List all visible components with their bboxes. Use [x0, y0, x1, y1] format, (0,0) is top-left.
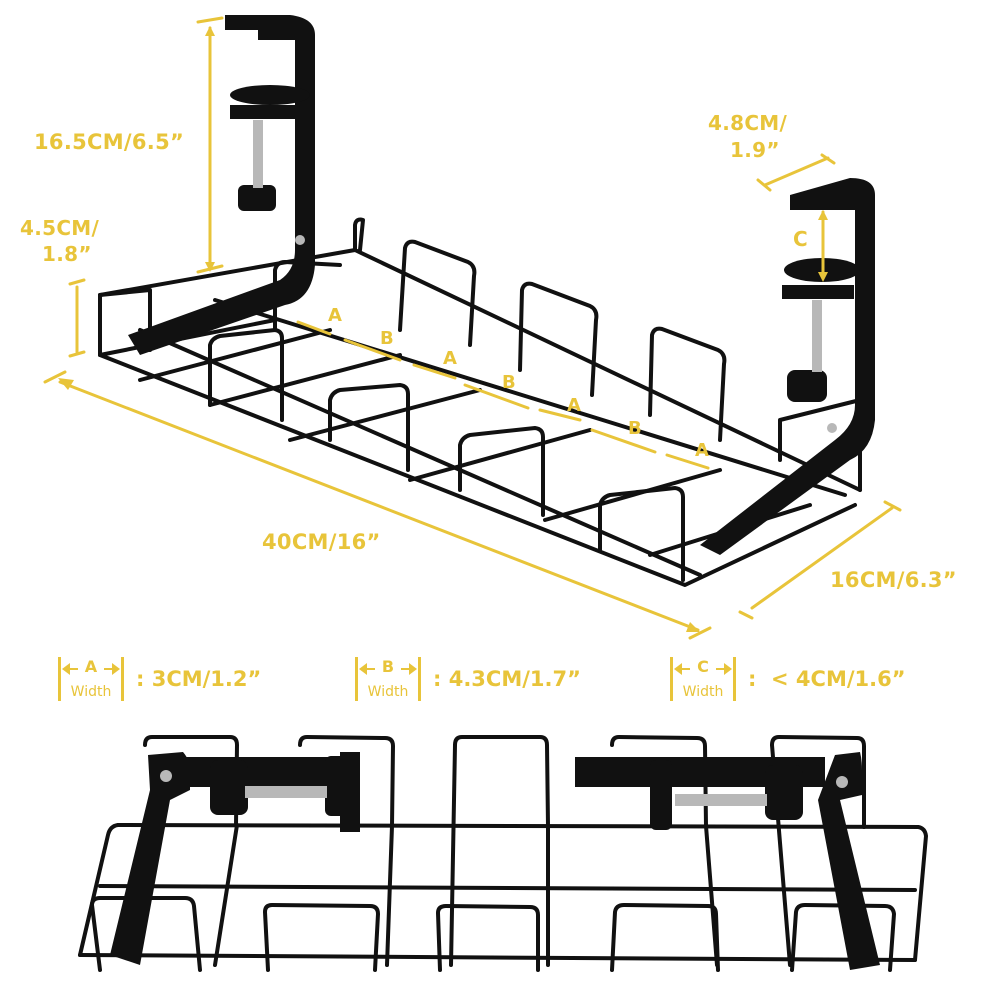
segment-label: A [328, 305, 342, 326]
clamp-gap-letter: C [793, 227, 808, 251]
legend-item-b: B Width : 4.3CM/1.7” [355, 655, 581, 703]
segment-label: A [443, 348, 457, 369]
width-c-symbol: C Width [670, 657, 736, 701]
segment-label: B [380, 328, 394, 349]
segment-label: A [695, 440, 709, 461]
segment-label: B [628, 418, 642, 439]
segment-label: A [567, 395, 581, 416]
width-dimension-label: 16CM/6.3” [830, 568, 957, 592]
arrow-right-icon [724, 663, 732, 675]
width-b-value: : 4.3CM/1.7” [433, 667, 581, 691]
length-dimension-label: 40CM/16” [262, 530, 381, 554]
width-a-value: : 3CM/1.2” [136, 667, 262, 691]
legend-item-a: A Width : 3CM/1.2” [58, 655, 261, 703]
width-a-symbol: A Width [58, 657, 124, 701]
width-c-value: : < 4CM/1.6” [748, 667, 906, 691]
arrow-right-icon [112, 663, 120, 675]
width-b-symbol: B Width [355, 657, 421, 701]
basket-depth-label-line2: 1.8” [42, 242, 92, 266]
tray-isometric-illustration [43, 15, 902, 640]
segment-label: B [502, 372, 516, 393]
legend-item-c: C Width : < 4CM/1.6” [670, 655, 906, 703]
height-dimension-label: 16.5CM/6.5” [34, 130, 185, 154]
clamp-opening-label-line1: 4.8CM/ [708, 111, 788, 135]
arrow-right-icon [409, 663, 417, 675]
basket-depth-label-line1: 4.5CM/ [20, 216, 100, 240]
clamp-opening-label-line2: 1.9” [730, 138, 780, 162]
